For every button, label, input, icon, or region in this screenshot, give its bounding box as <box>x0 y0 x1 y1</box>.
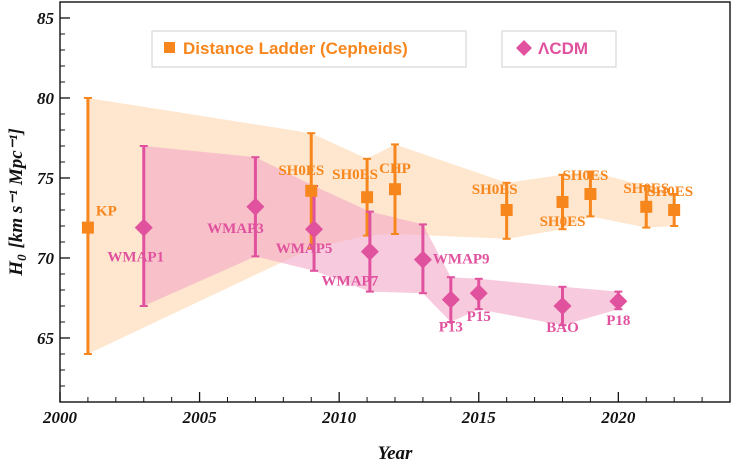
point-marker-ladder <box>361 191 374 204</box>
point-marker-ladder <box>556 196 569 208</box>
point-marker-lcdm <box>441 290 460 309</box>
point-label-lcdm: P18 <box>606 313 630 329</box>
point-label-ladder: SH0ES <box>623 181 669 197</box>
legend-label-ladder: Distance Ladder (Cepheids) <box>183 39 408 58</box>
x-tick-label: 2000 <box>42 408 78 427</box>
point-marker-lcdm <box>413 250 432 269</box>
point-marker-lcdm <box>134 218 153 237</box>
point-marker-ladder <box>500 204 513 216</box>
point-marker-ladder <box>668 204 681 216</box>
point-marker-lcdm <box>553 297 572 315</box>
y-axis-title-unit: [km s⁻¹ Mpc⁻¹] <box>6 128 27 248</box>
point-label-ladder: SH0ES <box>562 168 608 184</box>
y-tick-label: 80 <box>37 89 55 108</box>
point-marker-lcdm <box>305 220 324 239</box>
legend: Distance Ladder (Cepheids) ΛCDM <box>151 30 617 68</box>
point-marker-lcdm <box>360 242 379 261</box>
point-label-lcdm: BAO <box>546 320 579 336</box>
point-marker-ladder <box>640 200 653 213</box>
axis-ticks: 2000 2005 2010 2015 2020 65 70 75 80 85 <box>37 1 731 427</box>
point-label-ladder: SH0ES <box>472 182 518 198</box>
point-label-ladder: SH0ES <box>278 163 324 179</box>
y-tick-label: 85 <box>37 9 55 28</box>
point-label-ladder: SH0ES <box>647 184 693 200</box>
y-axis-title: H0 [km s⁻¹ Mpc⁻¹] <box>6 128 29 276</box>
x-tick-label: 2020 <box>600 408 636 427</box>
legend-box-ladder <box>151 30 467 68</box>
uncertainty-bands <box>87 98 675 354</box>
point-label-lcdm: P13 <box>439 320 463 336</box>
y-tick-label: 70 <box>37 249 55 268</box>
point-label-lcdm: P15 <box>467 309 491 325</box>
point-label-ladder: CHP <box>379 161 411 177</box>
point-marker-ladder <box>389 183 401 196</box>
band-lcdm <box>143 146 619 326</box>
data-markers <box>81 183 681 315</box>
point-label-lcdm: WMAP9 <box>433 252 490 268</box>
point-label-lcdm: WMAP3 <box>207 221 264 237</box>
legend-label-lcdm: ΛCDM <box>538 39 588 58</box>
point-marker-ladder <box>305 184 318 197</box>
point-marker-ladder <box>81 221 94 234</box>
y-tick-label: 65 <box>37 329 55 348</box>
x-tick-label: 2005 <box>182 408 218 427</box>
point-marker-lcdm <box>469 284 488 303</box>
legend-marker-ladder <box>164 42 175 53</box>
point-label-ladder: SH0ES <box>540 214 586 230</box>
point-marker-ladder <box>584 188 597 200</box>
x-axis-title: Year <box>378 443 413 464</box>
y-axis-title-subscript: 0 <box>14 254 29 261</box>
x-tick-label: 2010 <box>321 408 357 427</box>
point-marker-lcdm <box>609 292 628 311</box>
point-marker-lcdm <box>246 197 265 216</box>
y-tick-label: 75 <box>37 169 55 188</box>
point-label-lcdm: WMAP5 <box>276 241 333 257</box>
legend-marker-lcdm <box>516 40 532 56</box>
point-label-ladder: SH0ES <box>332 167 378 183</box>
point-label-ladder: KP <box>96 204 117 220</box>
y-axis-title-symbol: H <box>6 260 27 277</box>
point-label-lcdm: WMAP1 <box>107 250 164 266</box>
x-tick-label: 2015 <box>461 408 497 427</box>
point-label-lcdm: WMAP7 <box>322 274 379 290</box>
